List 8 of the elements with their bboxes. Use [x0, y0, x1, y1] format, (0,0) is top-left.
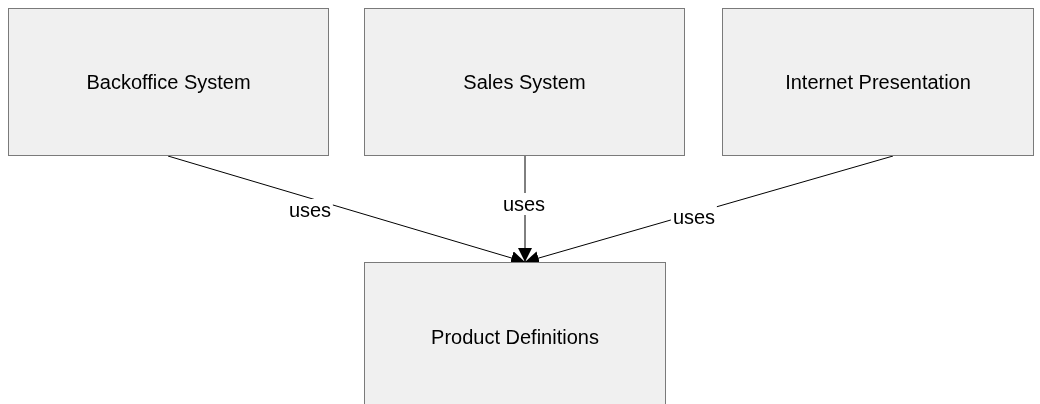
- process-box: [364, 262, 666, 404]
- box-label: Internet Presentation: [785, 70, 971, 94]
- box-label: Sales System: [463, 70, 586, 94]
- process-box: [722, 8, 1034, 156]
- process-box: [8, 8, 329, 156]
- box-label: Product Definitions: [431, 326, 599, 349]
- process-box: [364, 8, 685, 156]
- box-label: Backoffice System: [86, 70, 251, 94]
